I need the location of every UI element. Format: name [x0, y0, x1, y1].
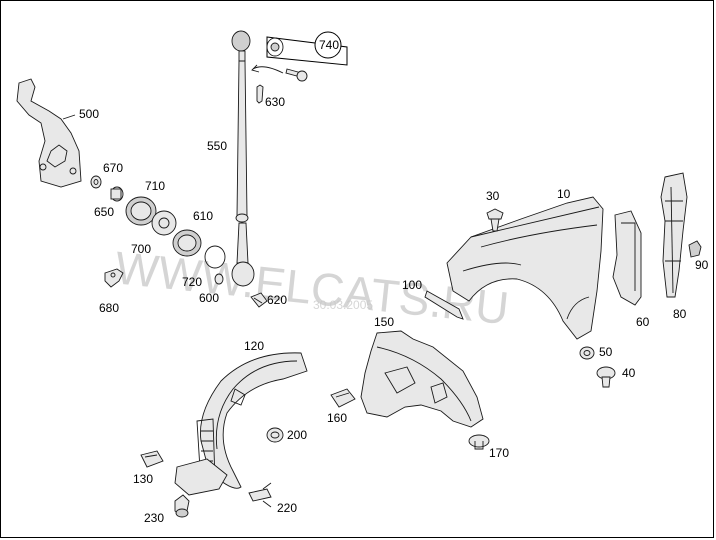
- label-150: 150: [374, 315, 394, 329]
- watermark-date: 30.03.2005: [313, 298, 373, 312]
- part-90-clip: [688, 240, 702, 258]
- label-710: 710: [145, 179, 165, 193]
- part-160-clip: [330, 388, 356, 408]
- label-500: 500: [79, 107, 99, 121]
- watermark-site: WWW.ELCATS.RU: [113, 241, 512, 334]
- part-150-wheel-housing: [360, 330, 484, 428]
- part-200-nut: [266, 427, 284, 443]
- part-500-bracket: [16, 78, 82, 188]
- part-40-bolt: [596, 366, 616, 388]
- part-620-clip: [250, 292, 268, 308]
- label-80: 80: [673, 307, 687, 321]
- part-220-rivet: [248, 482, 272, 508]
- part-230-clip: [174, 494, 190, 518]
- part-700-filler-neck: [151, 210, 177, 236]
- part-10-fender: [446, 196, 604, 340]
- label-50: 50: [599, 345, 613, 359]
- label-220: 220: [277, 501, 297, 515]
- part-550-rod: [231, 30, 255, 287]
- label-160: 160: [327, 411, 347, 425]
- part-710-ring: [125, 196, 157, 226]
- label-120: 120: [244, 339, 264, 353]
- part-130-clip: [140, 450, 164, 468]
- label-10: 10: [557, 187, 571, 201]
- label-100: 100: [402, 278, 422, 292]
- label-200: 200: [287, 428, 307, 442]
- part-670-washer: [90, 175, 102, 189]
- part-30-bolt: [486, 208, 504, 232]
- label-670: 670: [103, 161, 123, 175]
- label-740: 740: [319, 38, 339, 52]
- label-170: 170: [489, 446, 509, 460]
- label-600: 600: [199, 291, 219, 305]
- part-630-pin: [256, 84, 264, 104]
- label-720: 720: [182, 275, 202, 289]
- part-100-strip: [424, 290, 464, 320]
- label-40: 40: [622, 366, 636, 380]
- label-550: 550: [207, 139, 227, 153]
- label-130: 130: [133, 472, 153, 486]
- label-700: 700: [131, 242, 151, 256]
- label-620: 620: [267, 293, 287, 307]
- part-680-clip: [104, 268, 124, 288]
- label-680: 680: [99, 301, 119, 315]
- label-60: 60: [636, 315, 650, 329]
- part-50-washer: [579, 346, 595, 360]
- part-60-panel: [612, 210, 642, 306]
- part-80-bracket: [660, 172, 688, 298]
- part-650-spacer: [110, 186, 124, 202]
- label-230: 230: [144, 511, 164, 525]
- label-90: 90: [695, 258, 709, 272]
- label-610: 610: [193, 209, 213, 223]
- part-610-ring: [172, 229, 202, 257]
- callout-740: [251, 31, 348, 82]
- part-170-nut: [468, 434, 490, 450]
- label-650: 650: [94, 205, 114, 219]
- part-600-ring: [214, 273, 224, 285]
- label-30: 30: [486, 189, 500, 203]
- part-720-seal: [204, 245, 226, 269]
- label-630: 630: [265, 95, 285, 109]
- part-120-wheel-arch-liner: [174, 352, 308, 496]
